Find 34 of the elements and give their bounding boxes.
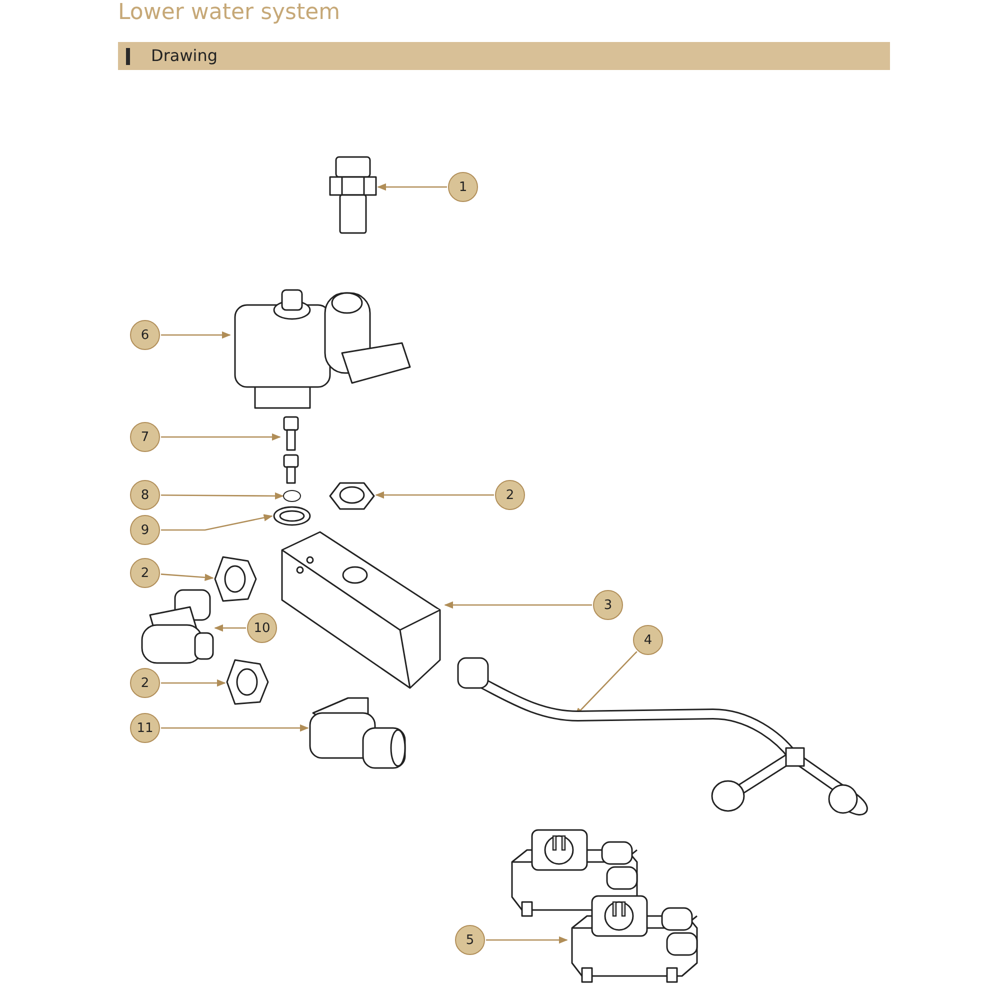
o-ring-drawing xyxy=(272,505,312,527)
leader-line xyxy=(161,492,284,500)
leader-line xyxy=(486,936,568,944)
o-ring-drawing xyxy=(283,490,301,502)
section-header-band xyxy=(118,42,890,70)
hex-nut-drawing xyxy=(225,658,270,703)
callout-number: 6 xyxy=(130,320,160,350)
callout-number: 2 xyxy=(130,668,160,698)
callout-number: 2 xyxy=(495,480,525,510)
leader-line xyxy=(161,514,273,531)
callout-number: 11 xyxy=(130,713,160,743)
callout-number: 7 xyxy=(130,422,160,452)
callout-number: 4 xyxy=(633,625,663,655)
leader-line xyxy=(161,679,226,687)
leader-line xyxy=(161,433,281,441)
callout-number: 3 xyxy=(593,590,623,620)
callout-number: 1 xyxy=(448,172,478,202)
leader-line xyxy=(375,491,494,499)
leader-line xyxy=(161,331,231,339)
leader-line xyxy=(160,574,214,582)
callout-number: 2 xyxy=(130,558,160,588)
hex-nut-drawing xyxy=(328,480,376,512)
leader-line xyxy=(377,183,447,191)
callout-number: 8 xyxy=(130,480,160,510)
callout-number: 10 xyxy=(247,613,277,643)
callout-number: 9 xyxy=(130,515,160,545)
callout-number: 5 xyxy=(455,925,485,955)
section-heading: Drawing xyxy=(151,46,218,65)
leader-line xyxy=(161,724,309,732)
leader-line xyxy=(214,624,246,632)
hex-nut-drawing xyxy=(213,555,258,603)
page-title: Lower water system xyxy=(118,0,340,25)
threaded-fitting-drawing xyxy=(328,155,378,235)
leader-line xyxy=(444,601,592,609)
